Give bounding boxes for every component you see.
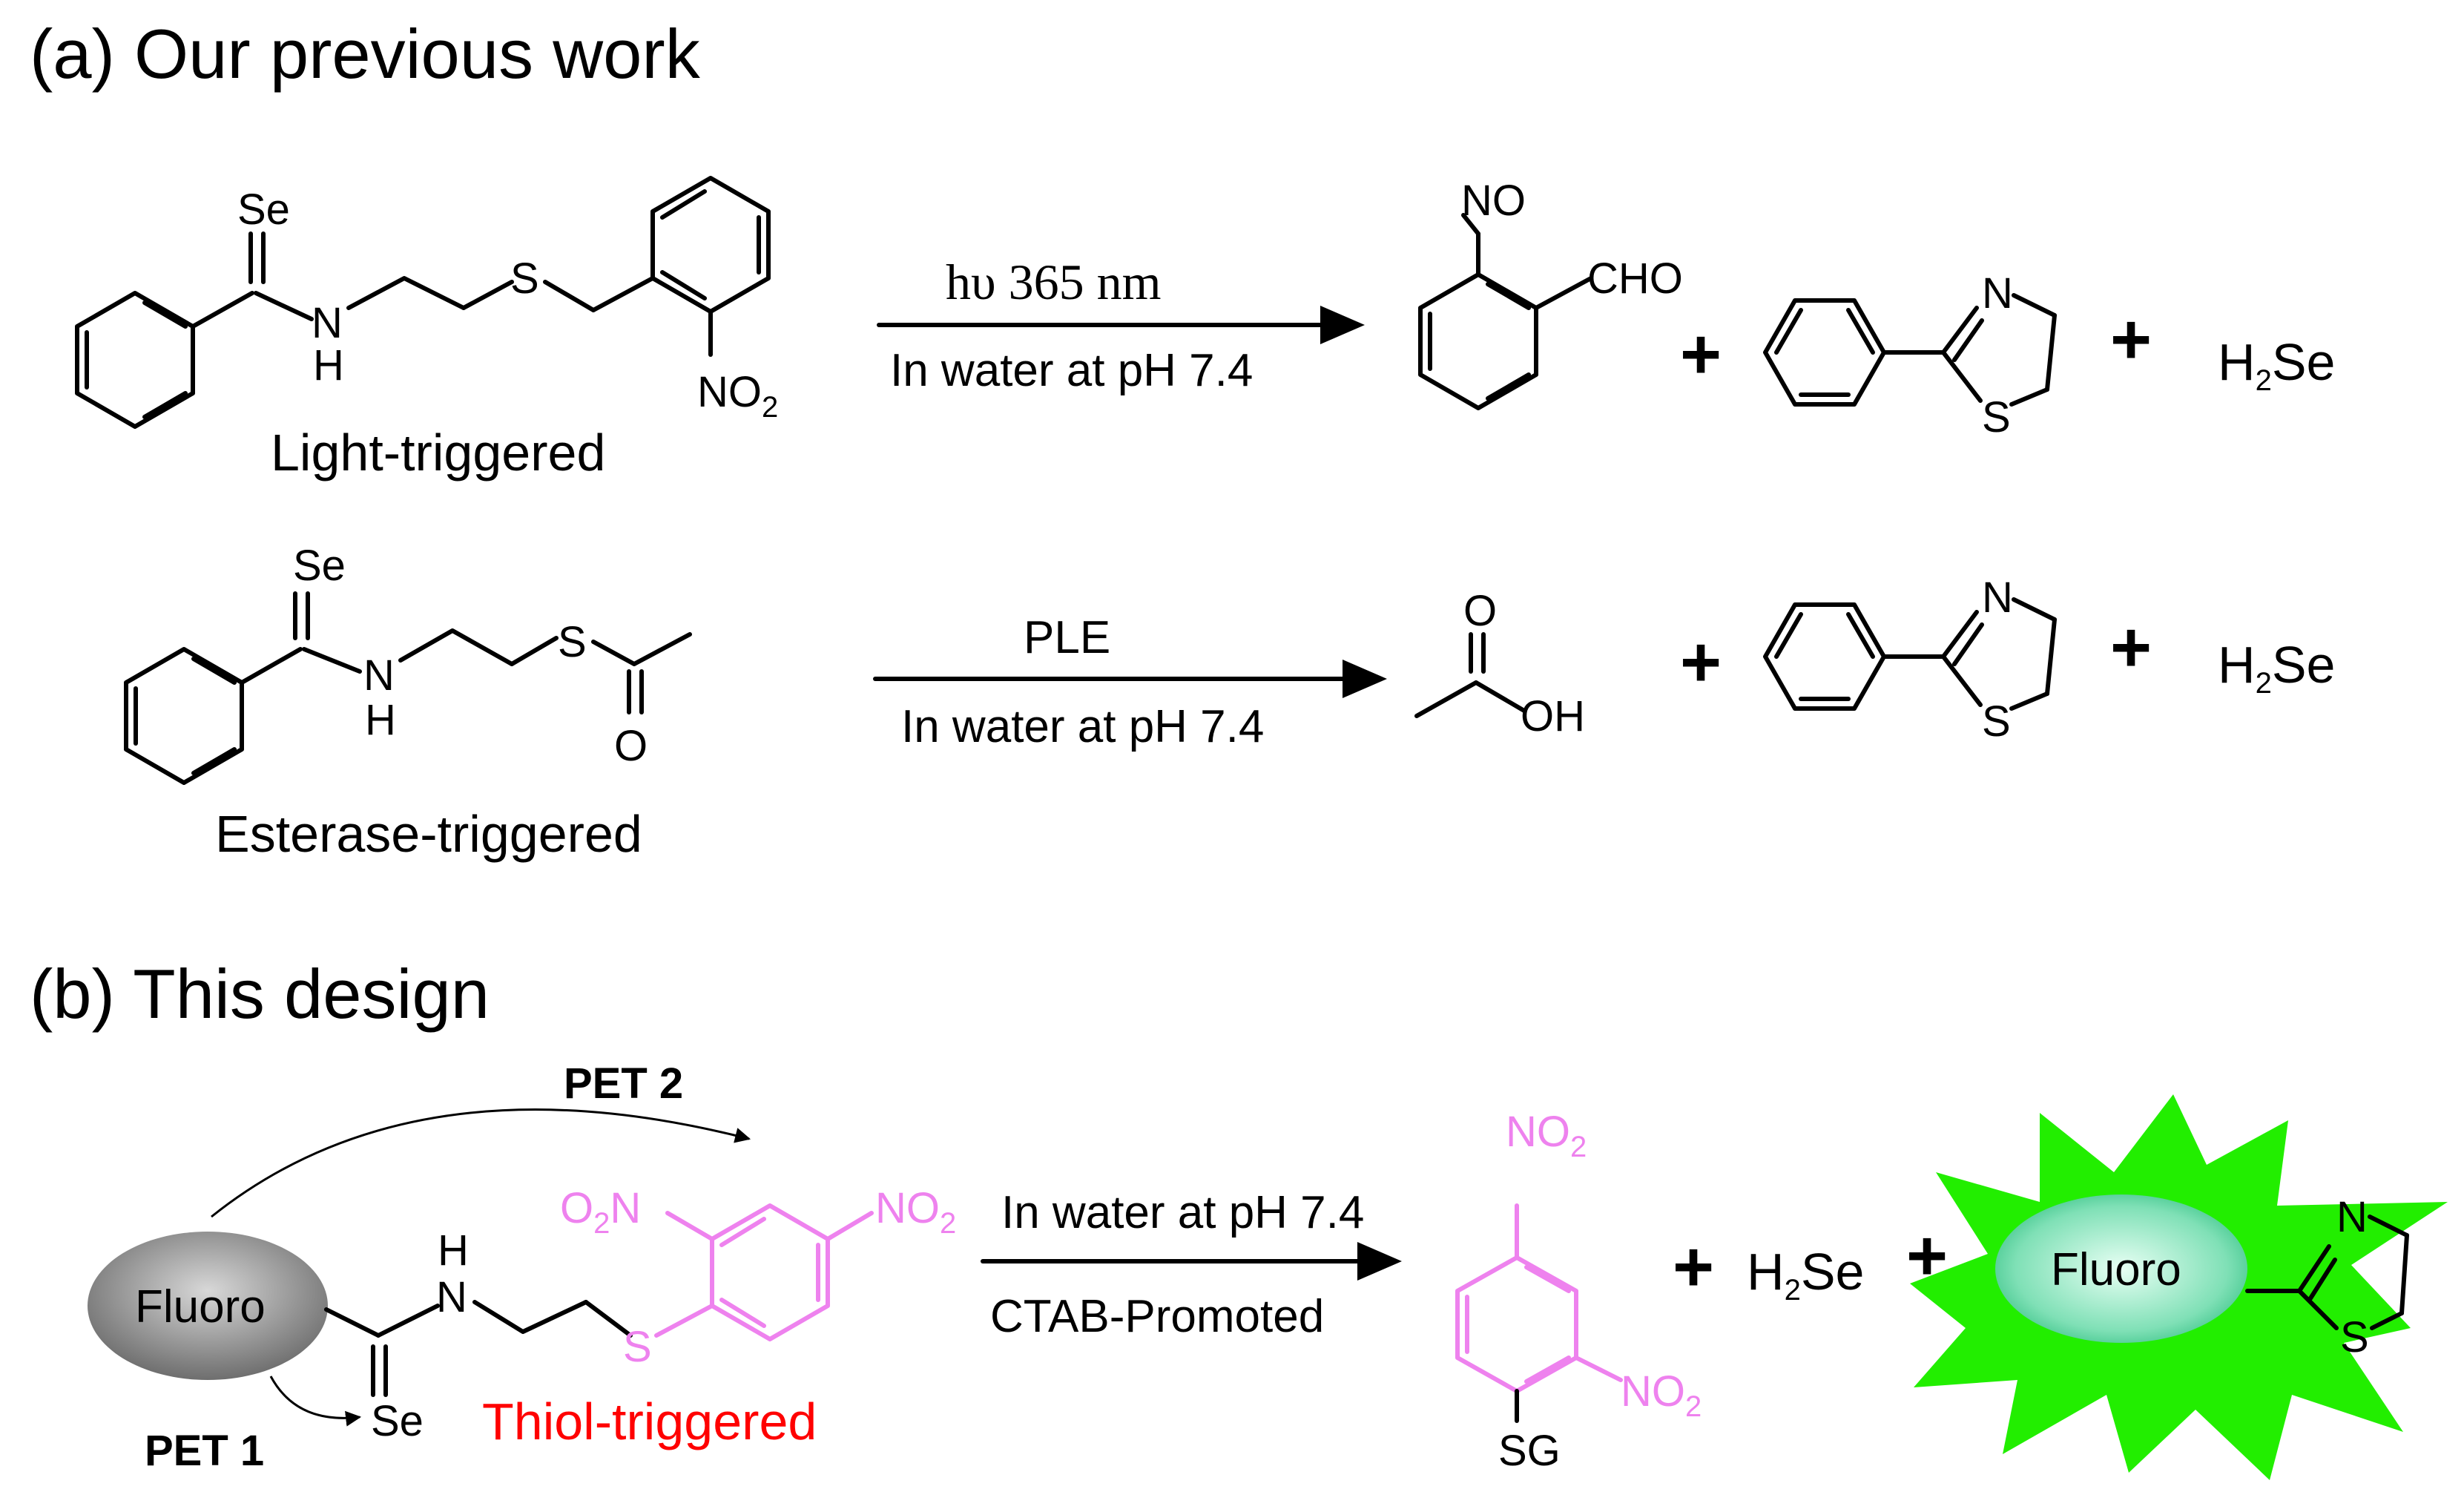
- atom-o: O: [614, 722, 648, 770]
- atom-n: N: [436, 1273, 467, 1321]
- atom-s: S: [510, 254, 539, 303]
- phenyl-thiazoline-r2: N S: [1763, 574, 2057, 746]
- atom-no2: NO2: [1506, 1108, 1587, 1163]
- atom-s: S: [558, 618, 587, 666]
- phenyl-thiazoline-r1: N S: [1763, 269, 2057, 441]
- atom-s: S: [1982, 393, 2011, 441]
- atom-cho: CHO: [1587, 254, 1683, 303]
- atom-se: Se: [371, 1397, 424, 1445]
- plus-r1-a: +: [1680, 315, 1722, 394]
- atom-s: S: [1982, 697, 2011, 746]
- atom-o: O: [1463, 587, 1497, 635]
- fluoro-thiazoline: N S: [2245, 1193, 2409, 1361]
- condition-r2-top: PLE: [1024, 612, 1110, 663]
- atom-n: N: [1982, 574, 2013, 622]
- dinitrophenyl-glutathione: NO2 NO2 SG: [1455, 1108, 1702, 1475]
- atom-n: N: [1982, 269, 2013, 318]
- caption-esterase-triggered: Esterase-triggered: [215, 805, 642, 863]
- atom-s: S: [623, 1323, 652, 1371]
- acetic-acid: O OH: [1414, 587, 1585, 740]
- plus-r2-b: +: [2110, 608, 2152, 687]
- atom-h: H: [438, 1226, 469, 1275]
- atom-n: N: [2336, 1193, 2368, 1241]
- pet1-label: PET 1: [145, 1427, 264, 1475]
- condition-r2-bottom: In water at pH 7.4: [901, 701, 1264, 752]
- pet2-label: PET 2: [564, 1059, 683, 1108]
- h2se-r2: H2Se: [2218, 636, 2335, 700]
- pet1-arrow: [269, 1376, 362, 1427]
- plus-r1-b: +: [2110, 300, 2152, 379]
- light-triggered-donor: Se N H S NO2: [75, 176, 778, 429]
- nitrosobenzaldehyde: NO CHO: [1418, 177, 1683, 410]
- atom-h: H: [365, 696, 396, 744]
- atom-se: Se: [293, 542, 346, 590]
- fluoro-gray-ellipse: [88, 1232, 328, 1380]
- esterase-triggered-donor: Se N H S O: [124, 542, 692, 785]
- atom-no2: NO2: [697, 368, 778, 424]
- fluoro-label: Fluoro: [135, 1281, 266, 1332]
- pet2-arrow: [211, 1108, 751, 1218]
- h2se-r3: H2Se: [1747, 1243, 1864, 1307]
- condition-r1-bottom: In water at pH 7.4: [890, 345, 1253, 396]
- heading-a: (a) Our previous work: [30, 15, 701, 93]
- atom-sg: SG: [1498, 1427, 1561, 1475]
- atom-o2n: O2N: [560, 1184, 641, 1240]
- atom-oh: OH: [1521, 692, 1585, 740]
- caption-thiol-triggered: Thiol-triggered: [482, 1393, 817, 1450]
- fluoro-teal-ellipse: [1995, 1194, 2247, 1343]
- atom-n: N: [363, 651, 395, 700]
- plus-r2-a: +: [1680, 622, 1722, 702]
- atom-no2: NO2: [875, 1184, 956, 1240]
- plus-r3-a: +: [1673, 1227, 1714, 1307]
- heading-b: (b) This design: [30, 955, 490, 1033]
- caption-light-triggered: Light-triggered: [271, 424, 605, 482]
- condition-r1-top: hυ 365 nm: [946, 254, 1162, 310]
- condition-r3-bottom: CTAB-Promoted: [990, 1291, 1324, 1342]
- atom-n: N: [312, 299, 343, 347]
- condition-r3-top: In water at pH 7.4: [1001, 1187, 1364, 1238]
- atom-no2: NO2: [1621, 1367, 1702, 1423]
- thiol-triggered-donor: Se H N S O2N NO2: [324, 1184, 956, 1445]
- atom-se: Se: [237, 185, 290, 234]
- atom-no: NO: [1461, 177, 1526, 225]
- atom-h: H: [313, 341, 344, 390]
- fluoro-label: Fluoro: [2051, 1244, 2181, 1295]
- atom-s: S: [2340, 1313, 2369, 1361]
- h2se-r1: H2Se: [2218, 333, 2335, 397]
